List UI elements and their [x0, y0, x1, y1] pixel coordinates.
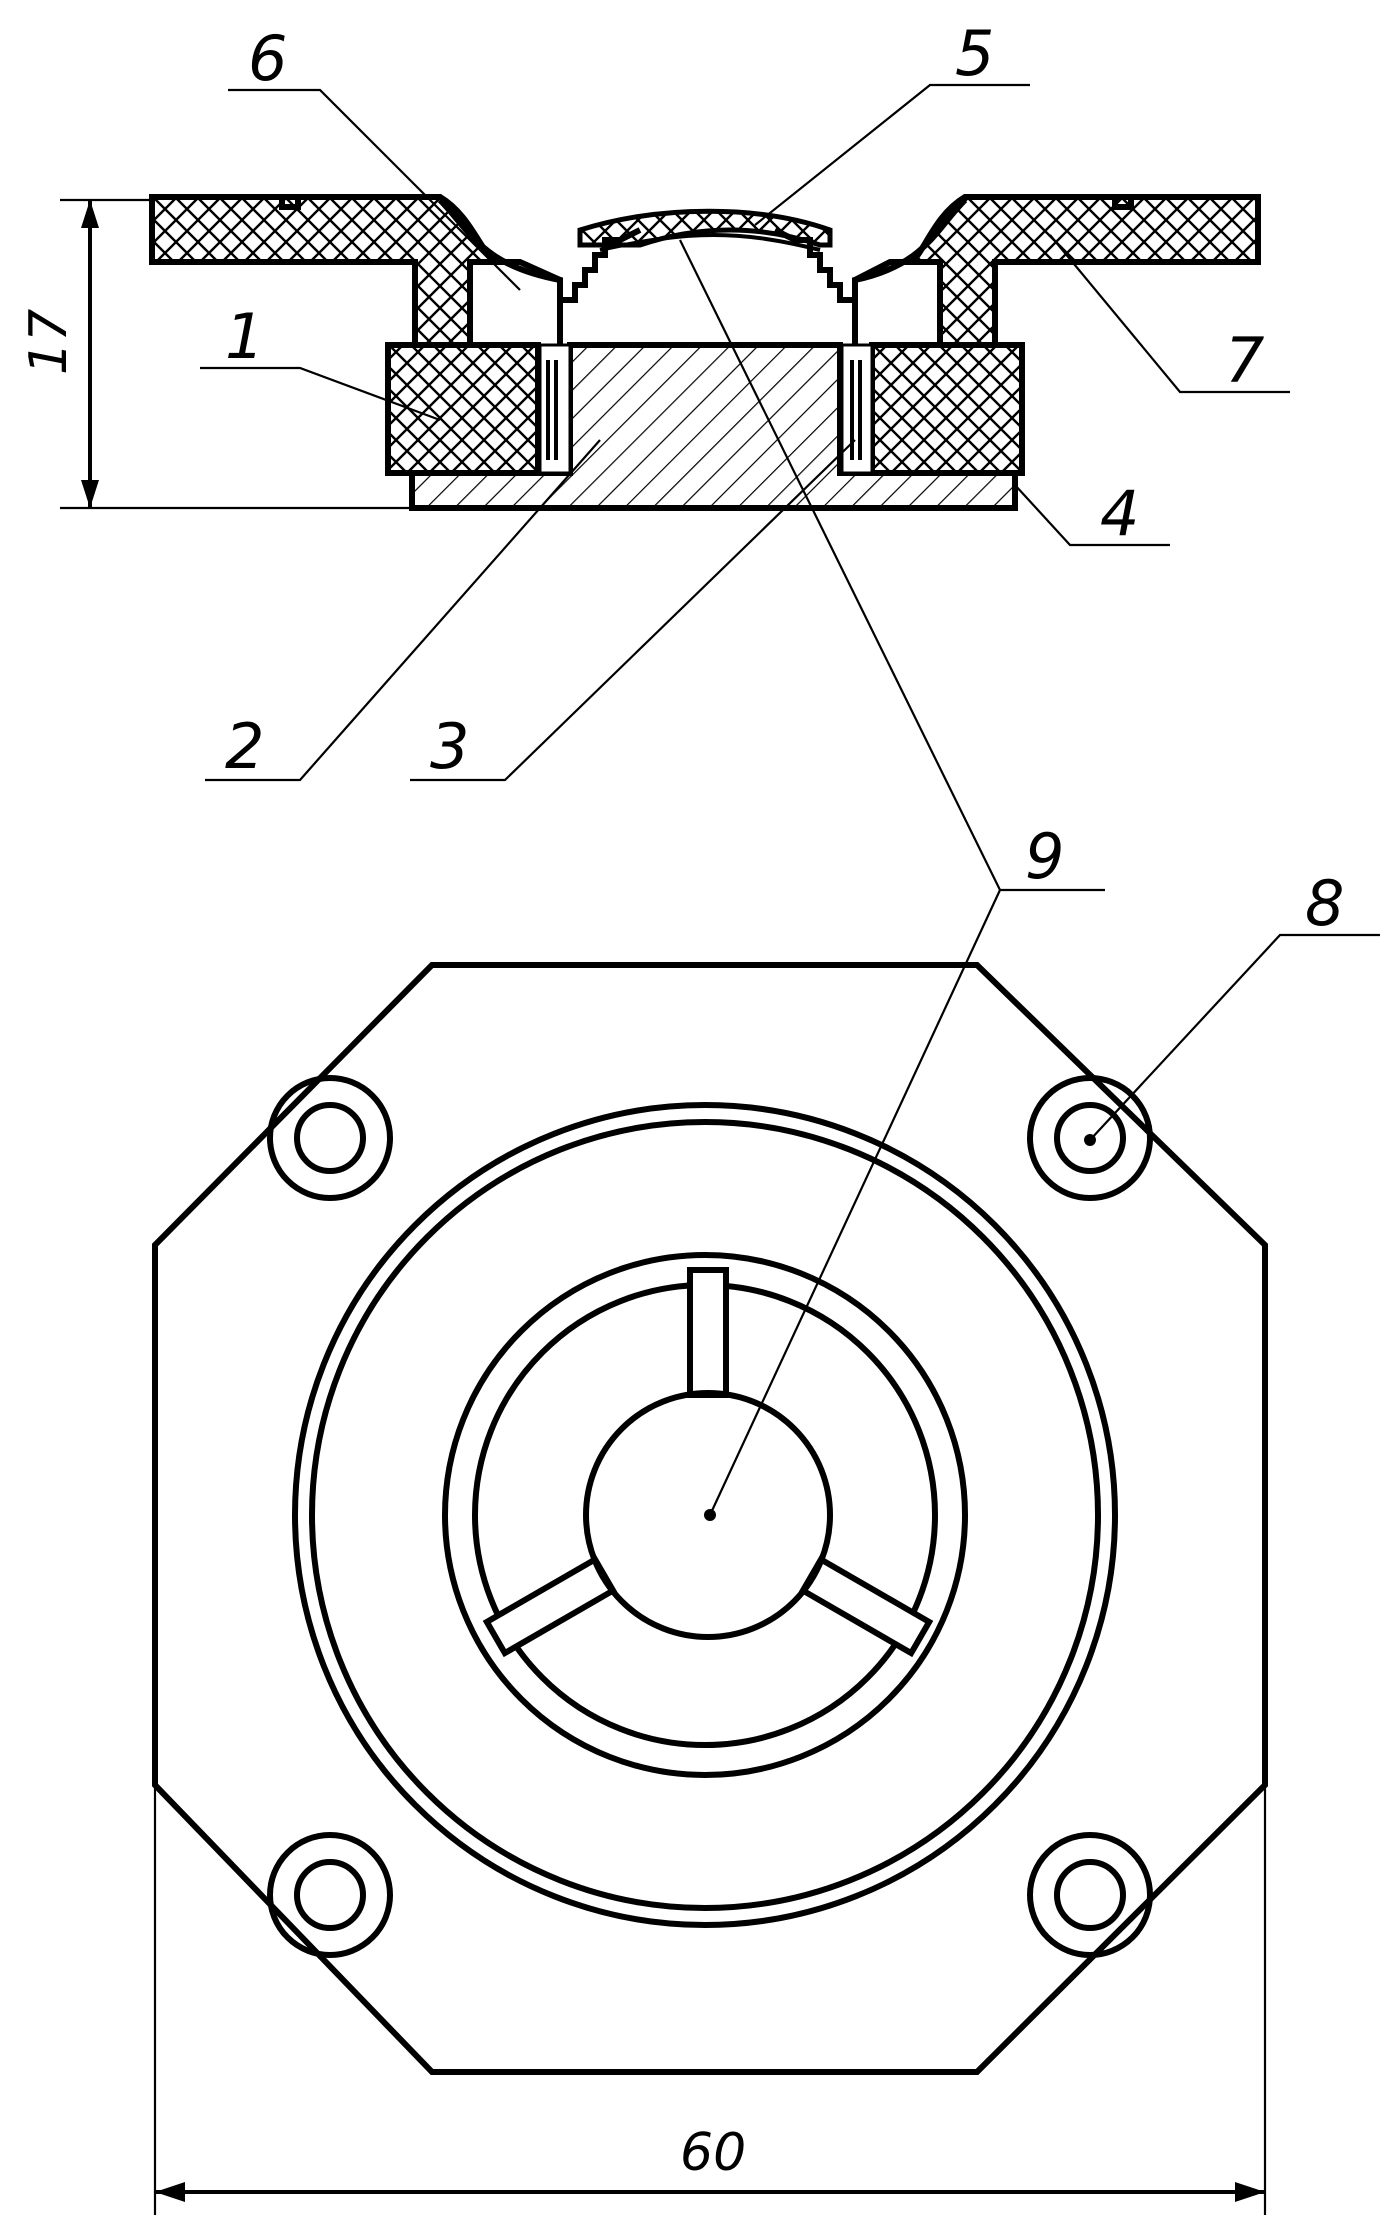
- voice-coil-left: [546, 360, 558, 460]
- section-leaders: 6 5 1 7 4 2 3 9 8: [200, 17, 1380, 1516]
- label-5: 5: [955, 17, 994, 90]
- mounting-hole-top-right: [1027, 1075, 1153, 1201]
- outer-ring-inner: [309, 1119, 1101, 1911]
- dimension-height: 17: [19, 198, 410, 510]
- diaphragm-dome: [577, 208, 833, 248]
- mounting-hole-top-left: [267, 1075, 393, 1201]
- frame-flange-right: [904, 194, 1261, 348]
- frame-outline: [152, 962, 1268, 2075]
- label-2: 2: [225, 710, 264, 783]
- label-1: 1: [225, 300, 264, 373]
- section-view: [149, 194, 1261, 511]
- dimension-width: 60: [153, 1785, 1267, 2215]
- label-4: 4: [1100, 477, 1139, 550]
- label-6: 6: [248, 22, 287, 95]
- height-dimension-label: 17: [19, 309, 79, 375]
- plan-view: [152, 962, 1268, 2075]
- mounting-hole-bottom-right: [1027, 1832, 1153, 1958]
- frame-flange: [149, 194, 504, 348]
- magnet-right: [869, 342, 1025, 476]
- outer-ring: [292, 1102, 1118, 1928]
- label-9: 9: [1025, 820, 1064, 893]
- spokes: [482, 1267, 934, 1658]
- inner-ring: [442, 1252, 968, 1778]
- mounting-hole-bottom-left: [267, 1832, 393, 1958]
- label-3: 3: [430, 710, 469, 783]
- label-8: 8: [1305, 867, 1344, 940]
- pole-piece: [409, 342, 1018, 511]
- width-dimension-label: 60: [680, 2123, 746, 2183]
- label-7: 7: [1225, 324, 1264, 397]
- central-dome: [583, 1390, 833, 1640]
